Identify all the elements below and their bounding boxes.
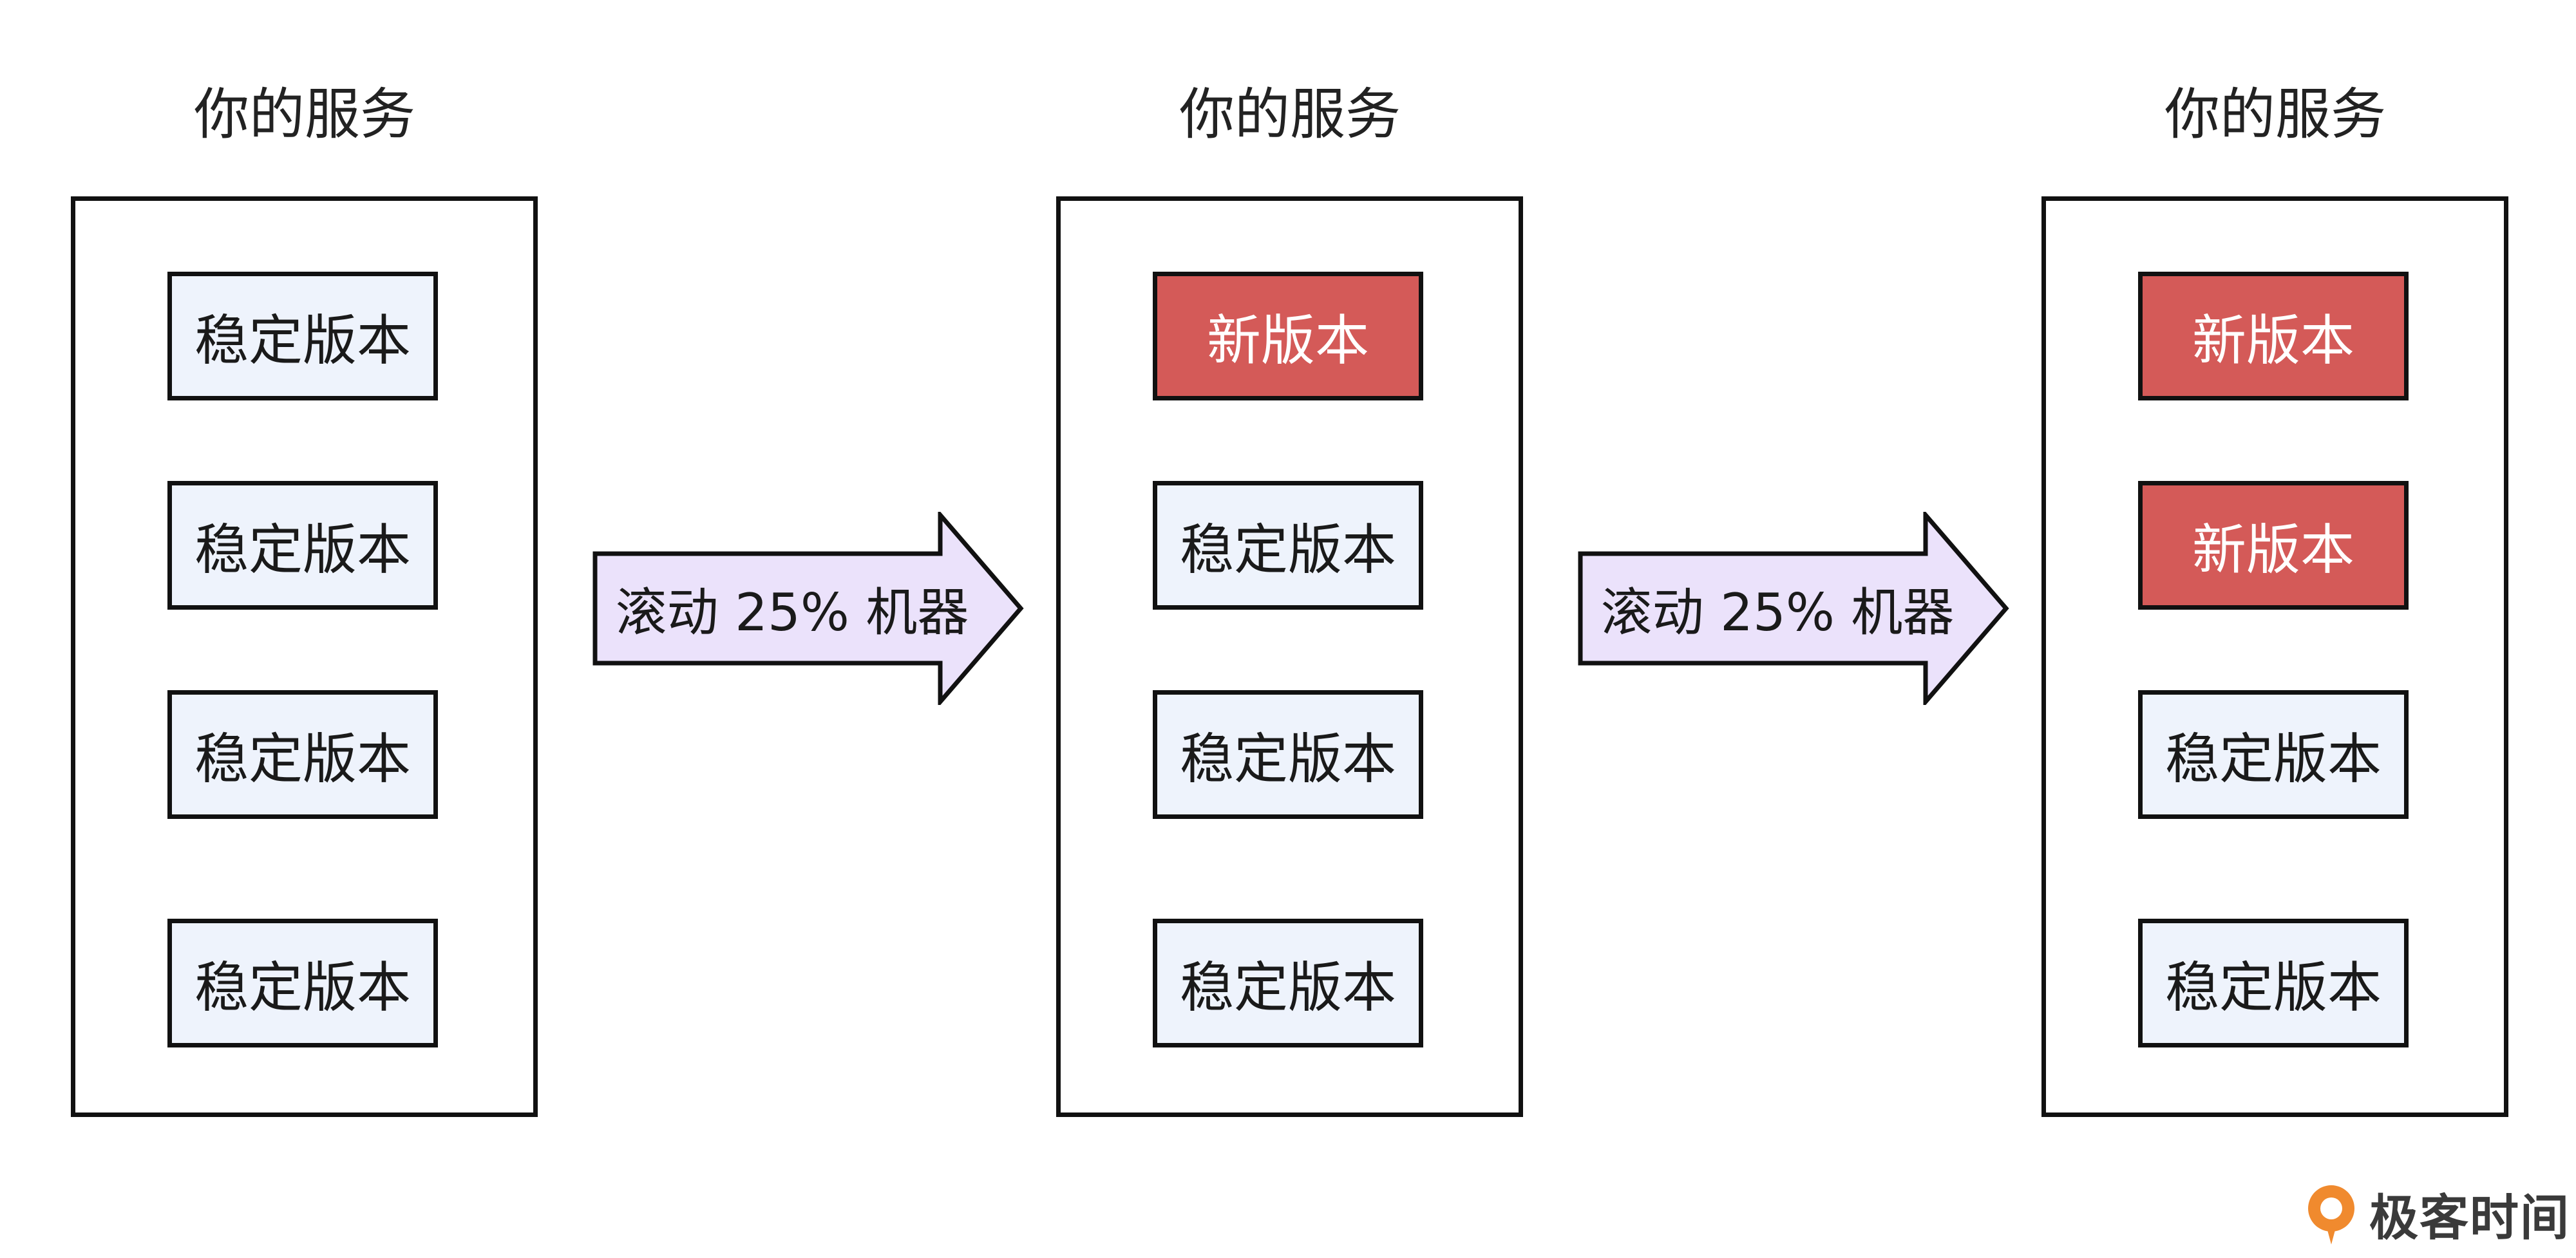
stage-3-title: 你的服务 [2164, 82, 2386, 147]
geektime-logo: 极客时间 [2302, 1178, 2570, 1249]
version-box-stable: 稳定版本 [1153, 690, 1423, 819]
version-box-stable: 稳定版本 [1153, 919, 1423, 1047]
version-box-stable: 稳定版本 [1153, 481, 1423, 610]
logo-text: 极客时间 [2369, 1189, 2570, 1246]
right-arrow-icon [592, 512, 1024, 705]
right-arrow-icon [1578, 512, 2009, 705]
geektime-logo-icon [2308, 1185, 2354, 1244]
service-box-stage-2: 新版本 稳定版本 稳定版本 稳定版本 [1056, 196, 1523, 1117]
stage-1-title: 你的服务 [194, 82, 415, 147]
version-box-new: 新版本 [1153, 272, 1423, 400]
rollout-arrow-label: 滚动 25% 机器 [615, 583, 969, 643]
version-box-stable: 稳定版本 [167, 481, 438, 610]
rollout-arrow-1: 滚动 25% 机器 [592, 512, 1024, 705]
stage-2-title: 你的服务 [1179, 82, 1401, 147]
version-box-stable: 稳定版本 [2138, 919, 2409, 1047]
version-box-stable: 稳定版本 [167, 690, 438, 819]
version-box-stable: 稳定版本 [167, 272, 438, 400]
version-box-stable: 稳定版本 [167, 919, 438, 1047]
service-box-stage-1: 稳定版本 稳定版本 稳定版本 稳定版本 [71, 196, 538, 1117]
rollout-arrow-2: 滚动 25% 机器 [1578, 512, 2009, 705]
version-box-new: 新版本 [2138, 481, 2409, 610]
rollout-arrow-label: 滚动 25% 机器 [1600, 583, 1955, 643]
version-box-stable: 稳定版本 [2138, 690, 2409, 819]
service-box-stage-3: 新版本 新版本 稳定版本 稳定版本 [2041, 196, 2508, 1117]
version-box-new: 新版本 [2138, 272, 2409, 400]
